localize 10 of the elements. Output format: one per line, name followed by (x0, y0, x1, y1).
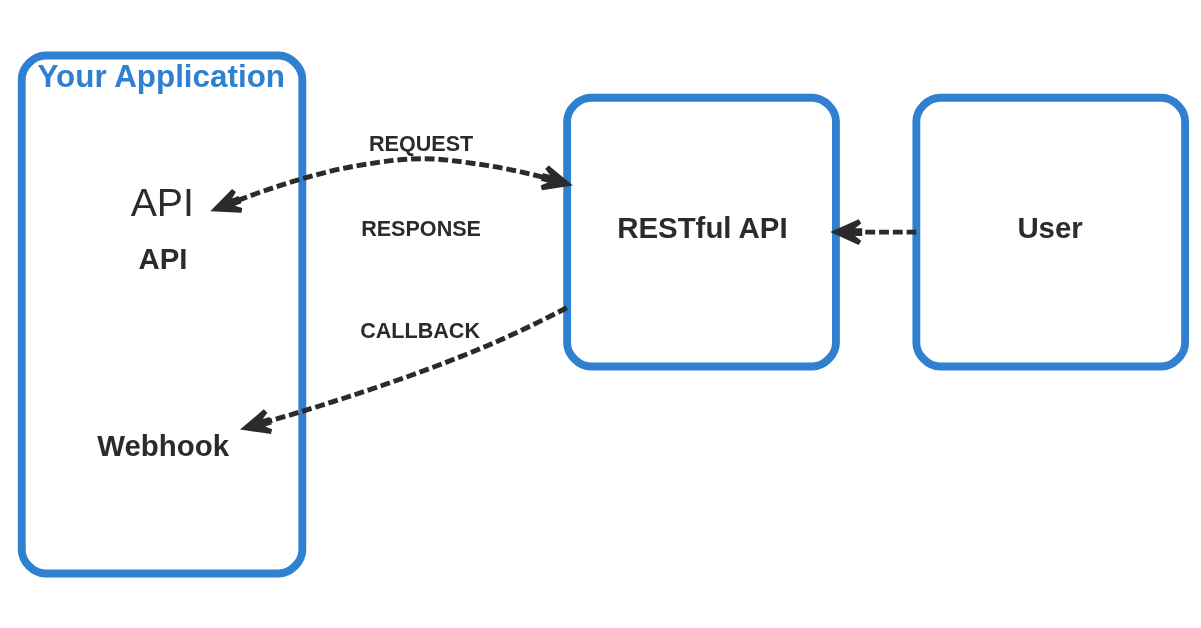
arrow (213, 155, 570, 213)
edge-label: CALLBACK (360, 317, 480, 343)
arrow (243, 305, 568, 434)
node-text: Webhook (97, 428, 230, 462)
node-box: RESTful API (563, 93, 840, 370)
arrow (833, 218, 917, 245)
edge-label: REQUEST (369, 130, 474, 156)
node-text: API API (130, 179, 194, 275)
node-box: User (912, 93, 1190, 370)
label: RESPONSE (361, 215, 481, 241)
